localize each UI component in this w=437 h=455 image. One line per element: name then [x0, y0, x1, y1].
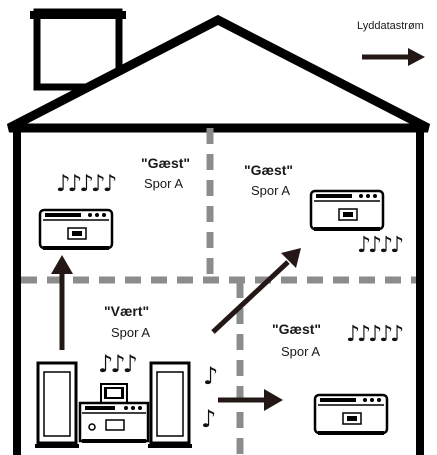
- stream-arrow-up: [51, 255, 73, 350]
- music-note-host-lower: ♪: [201, 405, 213, 433]
- host-speaker-right: [148, 363, 192, 446]
- role-label: "Gæst": [244, 162, 293, 178]
- music-note-host-upper: ♪: [203, 362, 215, 390]
- music-notes-bottom-right: ♪♪♪♪♪: [346, 322, 401, 347]
- guest-device-bottom-right: [315, 395, 387, 435]
- stream-arrow-right: [218, 389, 283, 411]
- role-label: "Vært": [104, 303, 149, 319]
- host-receiver: [80, 384, 148, 443]
- music-notes-host: ♪♪♪: [98, 350, 135, 378]
- role-label: "Gæst": [272, 321, 321, 337]
- guest-device-top-right: [311, 191, 383, 231]
- legend-label: Lyddatastrøm: [357, 20, 424, 32]
- track-label: Spor A: [251, 183, 290, 198]
- legend-arrow: [362, 48, 425, 66]
- music-notes-top-left: ♪♪♪♪♪: [56, 171, 114, 197]
- stream-arrow-diagonal: [213, 248, 301, 332]
- track-label: Spor A: [144, 176, 183, 191]
- music-notes-top-right: ♪♪♪♪: [357, 233, 401, 258]
- track-label: Spor A: [281, 344, 320, 359]
- host-speaker-left: [35, 363, 79, 446]
- track-label: Spor A: [111, 325, 150, 340]
- role-label: "Gæst": [141, 155, 190, 171]
- guest-device-top-left: [40, 210, 112, 250]
